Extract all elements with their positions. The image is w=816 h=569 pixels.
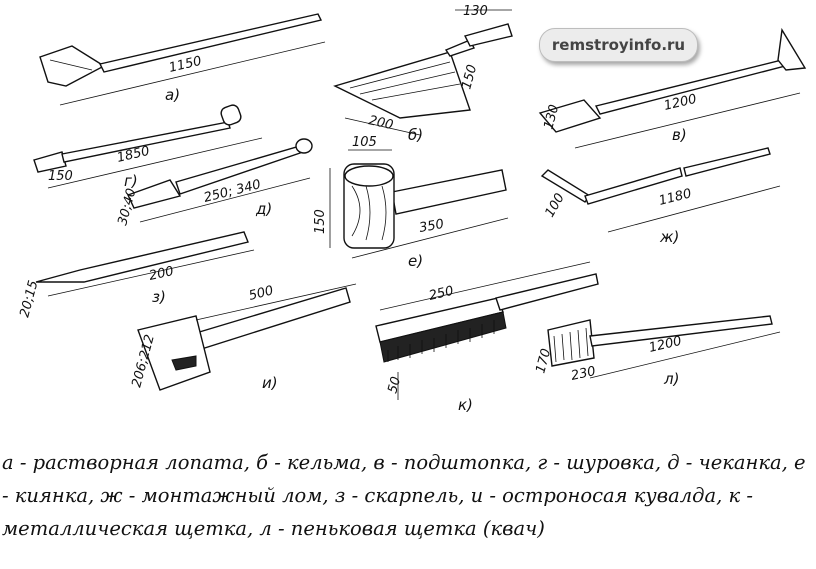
tool-i-sledgehammer: 500 206;212 и) [129, 283, 357, 392]
dim-g-length: 1850 [116, 144, 152, 166]
tool-b-trowel: 130 150 200 б) [333, 4, 513, 144]
label-k: к) [458, 396, 473, 414]
tools-illustration: 1150 а) 130 150 200 б) 130 1200 в) 150 1… [17, 4, 807, 414]
tool-k-wire-brush: 250 50 к) [375, 261, 599, 414]
dim-l-height: 170 [533, 347, 554, 375]
label-z: з) [152, 288, 166, 306]
dim-l-width: 230 [570, 364, 597, 384]
dim-b-height: 150 [459, 63, 480, 91]
dim-v-width: 130 [541, 103, 562, 131]
tool-zh-crowbar: 100 1180 ж) [540, 147, 781, 246]
label-b: б) [408, 126, 423, 144]
dim-b-width: 130 [463, 4, 488, 19]
dim-z-length: 200 [148, 264, 175, 284]
label-i: и) [262, 374, 278, 392]
label-e: е) [408, 252, 423, 270]
dim-e-length: 350 [418, 217, 445, 236]
dim-v-length: 1200 [663, 92, 699, 114]
dim-zh-length: 1180 [657, 186, 693, 209]
label-l: л) [663, 370, 679, 388]
dim-b-length: 200 [367, 113, 394, 133]
dim-z-width: 20;15 [17, 279, 41, 319]
dim-e-height: 150 [313, 209, 328, 234]
label-v: в) [672, 126, 687, 144]
dim-k-length: 250 [428, 284, 456, 304]
tool-g-poker: 150 1850 г) [33, 104, 263, 190]
figure-caption: а - растворная лопата, б - кельма, в - п… [2, 451, 806, 540]
watermark-badge: remstroyinfo.ru [539, 28, 698, 62]
dim-zh-width: 100 [542, 191, 567, 220]
tool-a-mortar-shovel: 1150 а) [39, 13, 326, 106]
dim-g-diameter: 150 [48, 169, 73, 184]
dim-i-length: 500 [247, 283, 275, 304]
dim-l-length: 1200 [648, 334, 684, 356]
tool-e-mallet: 105 150 350 е) [313, 135, 509, 270]
dim-e-head: 105 [352, 135, 377, 150]
label-g: г) [124, 172, 138, 190]
dim-k-height: 50 [385, 375, 404, 395]
tool-z-chisel: 20;15 200 з) [17, 231, 255, 319]
label-d: д) [255, 200, 272, 218]
dim-a-length: 1150 [168, 54, 204, 76]
tool-v-underfill-tool: 130 1200 в) [538, 27, 807, 149]
label-zh: ж) [659, 228, 679, 246]
label-a: а) [165, 86, 180, 104]
tool-l-hemp-brush: 1200 170 230 л) [533, 315, 781, 388]
